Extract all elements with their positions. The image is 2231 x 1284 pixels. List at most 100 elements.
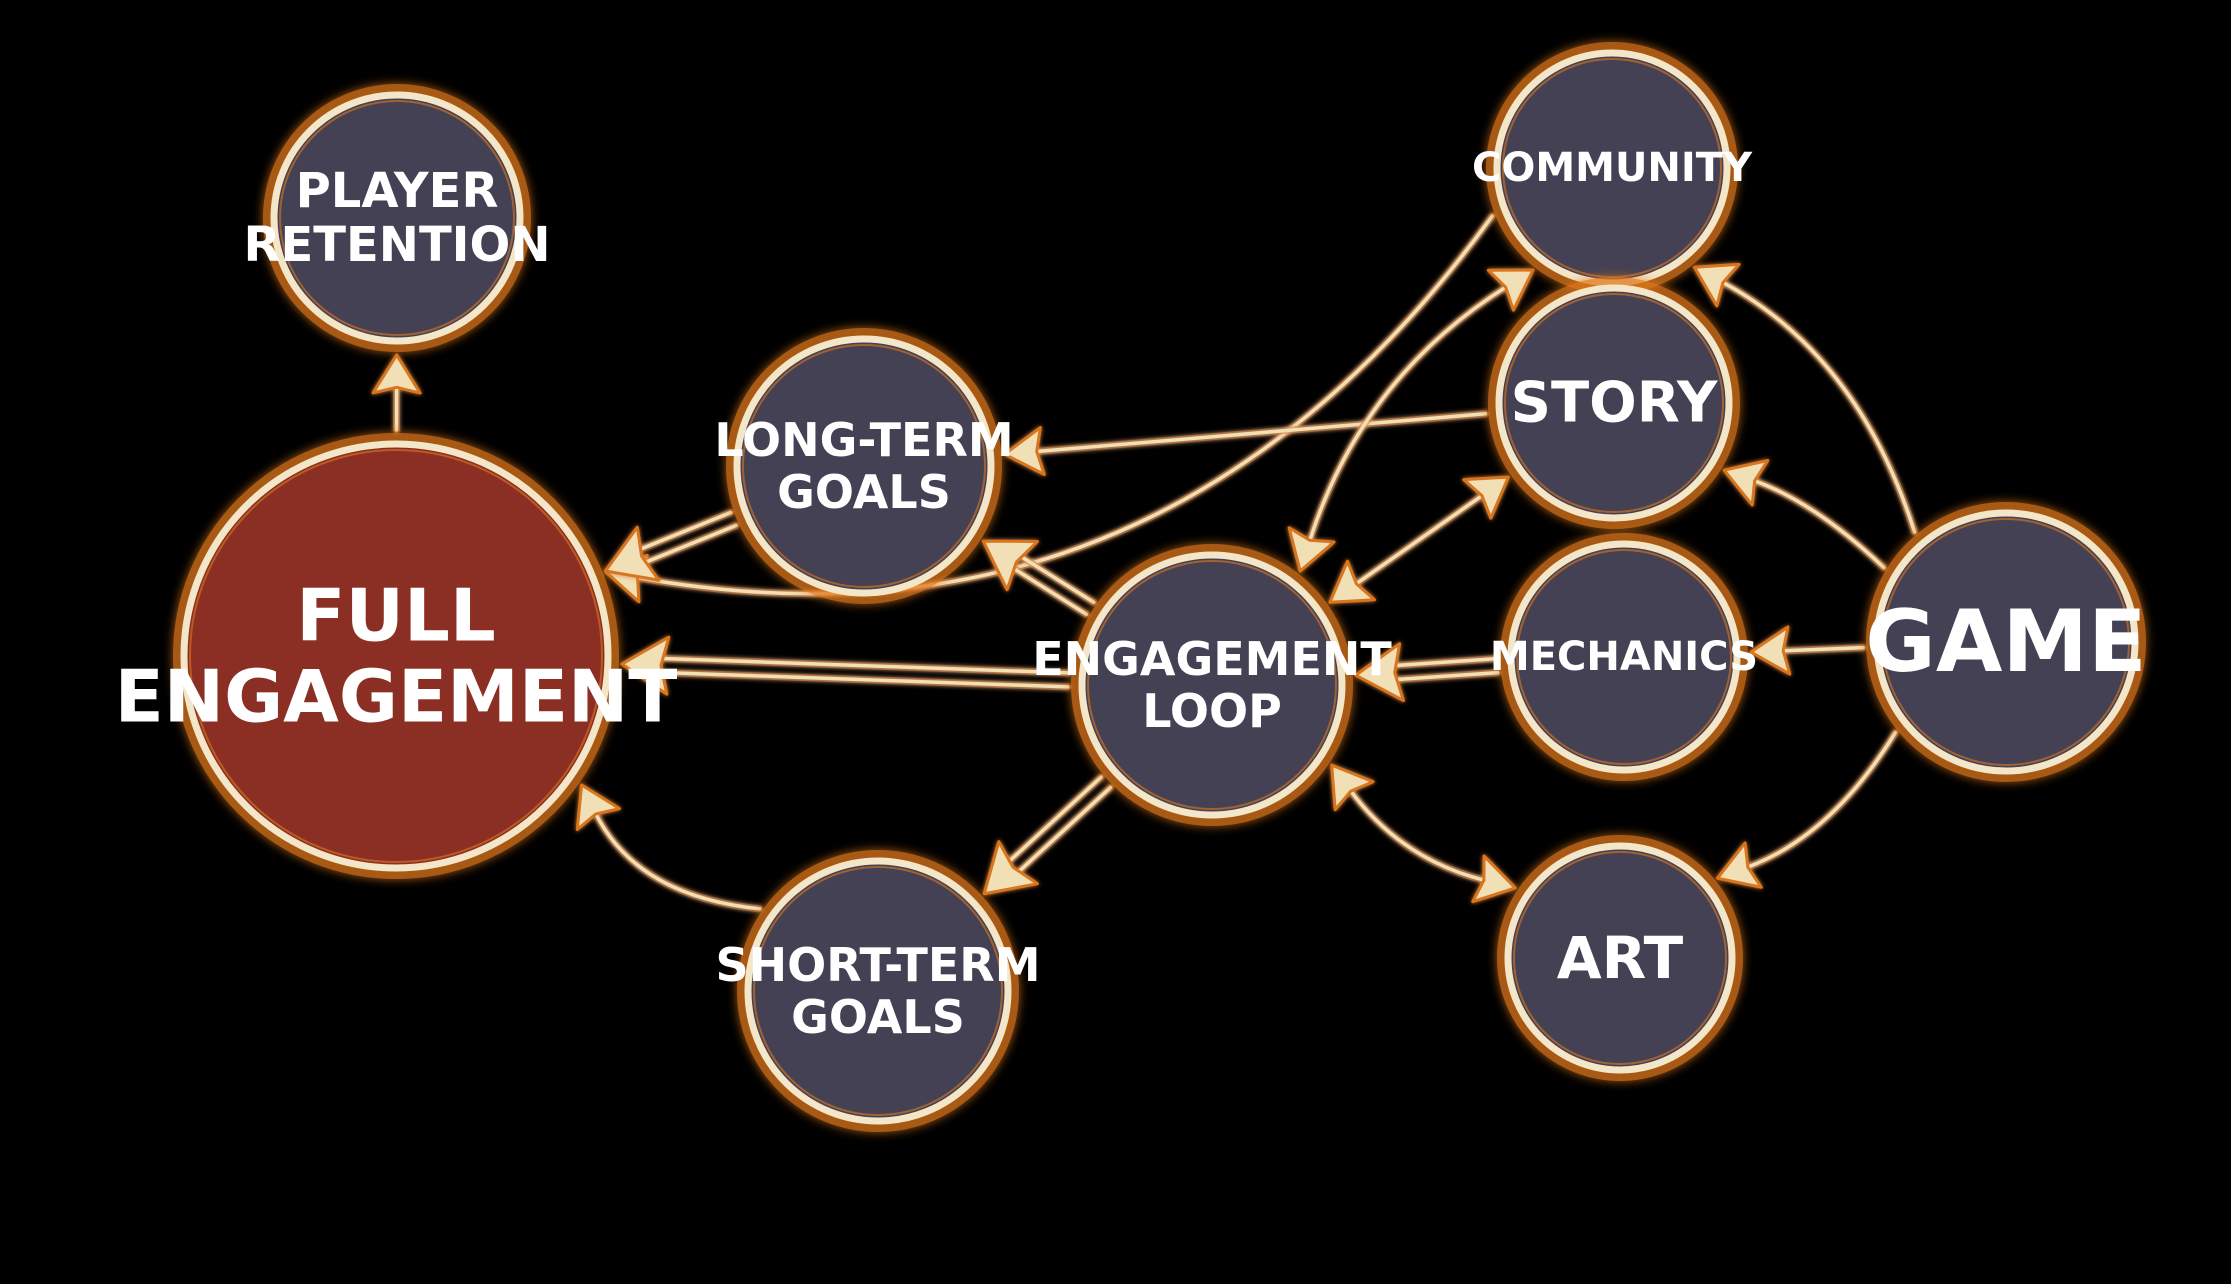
arrow-head [1749,625,1792,676]
edge-line [1004,775,1103,866]
arrow-head [1354,642,1405,703]
node-label-story-line-1: STORY [1511,371,1719,436]
arrow-head [1716,841,1763,889]
arrow-head [1287,526,1336,573]
node-glow-ring [1071,544,1353,826]
edge-game-to-mechanics [1749,625,1867,676]
node-layer: PLAYERRETENTIONFULLENGAGEMENTLONG-TERMGO… [115,42,2147,1132]
node-inner-ring [279,100,515,336]
edge-game-to-art [1716,729,1899,889]
node-mechanics: MECHANICS [1490,533,1758,781]
node-inner-ring [1882,518,2130,766]
edge-community-to-engagement-loop [1287,268,1535,573]
edge-line [1751,478,1886,570]
node-circle [1078,551,1346,819]
node-glow-ring [263,84,531,352]
node-label-art-line-1: ART [1557,924,1684,992]
node-label-long-term-goals-line-1: LONG-TERM [714,413,1013,467]
node-label-full-engagement-line-2: ENGAGEMENT [115,654,678,738]
node-label-short-term-goals-line-2: GOALS [791,990,965,1044]
node-inner-ring [742,344,986,588]
edge-engagement-loop-to-full-engagement [620,635,1072,696]
node-label-mechanics-line-1: MECHANICS [1490,634,1758,680]
edge-line [1353,492,1486,587]
node-glow-ring [1500,533,1748,781]
node-circle [1873,509,2139,775]
node-circle [1504,842,1736,1074]
arrow-head [603,525,661,582]
edge-story-to-engagement-loop [1328,475,1510,604]
arrow-head [1330,763,1375,812]
arrow-head [371,353,422,395]
node-label-long-term-goals-line-2: GOALS [777,465,951,519]
edge-line [1014,785,1113,876]
edge-art-to-engagement-loop [1330,763,1517,904]
edge-line [1391,670,1500,682]
edge-long-term-goals-to-full-engagement [603,509,740,582]
edge-line [656,670,1070,689]
edge-line [635,510,733,553]
node-inner-ring [189,449,603,863]
node-game: GAME [1865,502,2147,782]
node-glow-ring [737,850,1019,1132]
arrow-head [981,539,1039,592]
node-inner-ring [1516,549,1732,765]
edge-line [1347,787,1488,883]
edge-story-to-long-term-goals [1003,410,1489,476]
node-label-community-line-1: COMMUNITY [1472,145,1753,191]
node-circle [744,857,1012,1125]
arrow-head [620,635,671,696]
edge-game-to-story [1722,458,1888,572]
node-glow-ring [726,328,1002,604]
edge-short-term-goals-to-full-engagement [575,783,764,913]
edge-line [640,523,738,566]
node-circle [180,440,612,872]
node-circle [1507,540,1741,774]
edge-line [1016,553,1096,605]
edge-full-engagement-to-player-retention [371,353,422,434]
node-glow-ring [173,433,619,879]
arrow-head [1692,262,1741,308]
node-label-short-term-goals-line-1: SHORT-TERM [715,938,1040,992]
node-glow-ring [1488,277,1740,529]
edge-line [1779,645,1865,653]
edge-engagement-loop-to-short-term-goals [982,773,1115,896]
arrow-head [1486,268,1535,312]
arrow-head [1003,426,1046,476]
edge-game-to-community [1692,262,1919,536]
node-community: COMMUNITY [1472,42,1753,294]
node-art: ART [1497,835,1743,1081]
node-story: STORY [1488,277,1740,529]
node-label-player-retention-line-1: PLAYER [296,163,499,219]
arrow-head [575,783,622,831]
edge-line [1307,284,1510,544]
edge-layer [371,212,1919,913]
arrow-head [1471,854,1517,904]
edge-mechanics-to-engagement-loop [1354,642,1502,703]
node-label-engagement-loop-line-2: LOOP [1142,684,1282,738]
arrow-head [982,840,1039,896]
node-circle [270,91,524,345]
node-inner-ring [1502,58,1722,278]
node-glow-ring [1866,502,2146,782]
edge-line [1009,564,1089,616]
edge-line [1033,412,1488,454]
edge-line [1390,656,1499,668]
node-label-player-retention-line-2: RETENTION [243,217,550,273]
node-label-game-line-1: GAME [1865,592,2146,692]
edge-line [1719,279,1917,534]
edge-engagement-loop-to-long-term-goals [981,539,1098,618]
node-label-engagement-loop-line-1: ENGAGEMENT [1032,632,1392,686]
node-circle [733,335,995,597]
edge-line [633,214,1495,596]
node-circle [1495,284,1733,522]
arrow-head [1328,559,1377,604]
edge-line [657,656,1071,675]
node-inner-ring [753,866,1003,1116]
arrow-head [1722,458,1770,507]
